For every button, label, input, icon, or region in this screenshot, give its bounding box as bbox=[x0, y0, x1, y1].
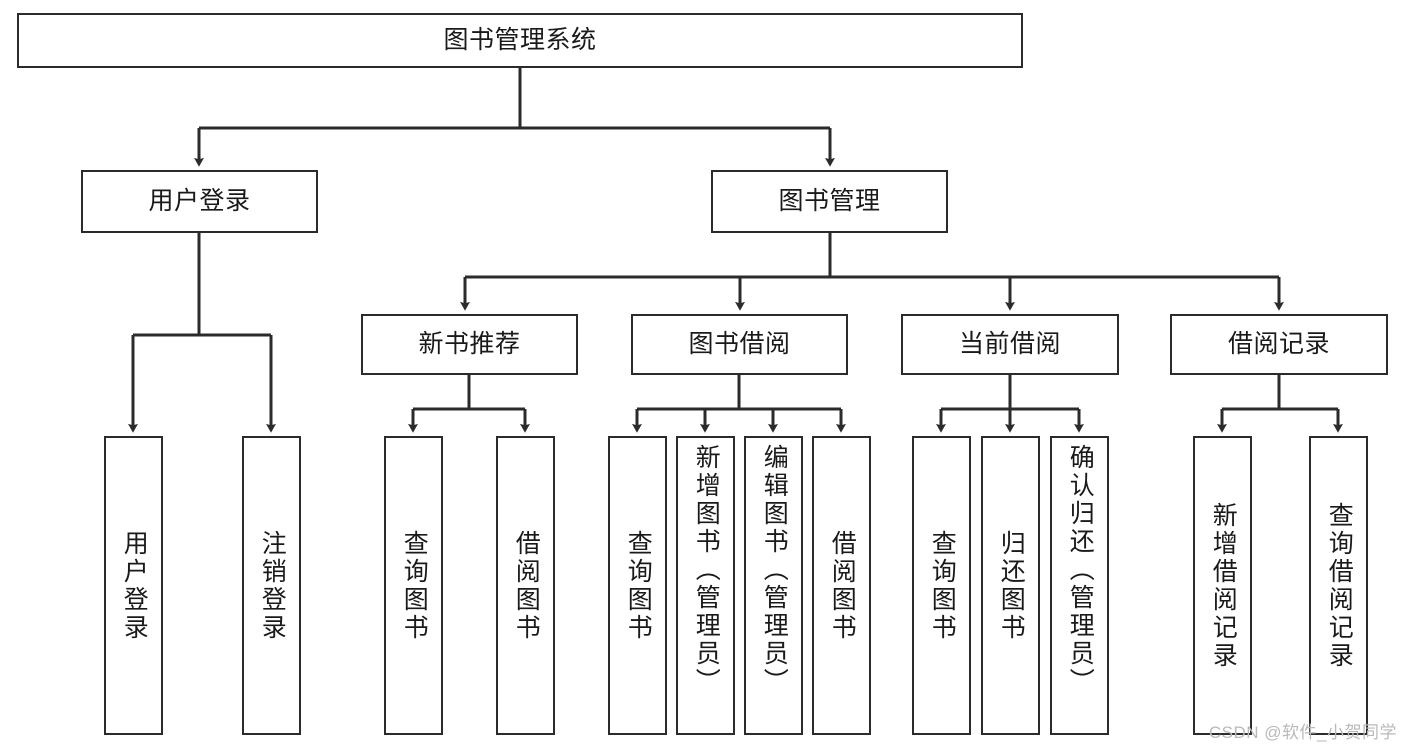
node-label: 图书借阅 bbox=[688, 329, 791, 358]
leaf-recommend-borrow-book[interactable]: 借阅图书 bbox=[496, 436, 555, 735]
node-new-book-recommend[interactable]: 新书推荐 bbox=[361, 314, 578, 375]
leaf-current-confirm-return-admin[interactable]: 确认归还（管理员） bbox=[1050, 436, 1109, 735]
leaf-record-add-record[interactable]: 新增借阅记录 bbox=[1193, 436, 1252, 735]
node-label: 用户登录 bbox=[148, 186, 251, 215]
node-book-borrow[interactable]: 图书借阅 bbox=[631, 314, 848, 375]
node-label: 查询图书 bbox=[400, 529, 429, 642]
leaf-borrow-query-book[interactable]: 查询图书 bbox=[608, 436, 667, 735]
node-root-system[interactable]: 图书管理系统 bbox=[17, 13, 1023, 68]
leaf-borrow-edit-book-admin[interactable]: 编辑图书（管理员） bbox=[744, 436, 803, 735]
node-label: 图书管理 bbox=[778, 186, 881, 215]
node-label: 编辑图书（管理员） bbox=[760, 444, 789, 696]
node-label: 借阅记录 bbox=[1227, 329, 1330, 358]
node-label: 借阅图书 bbox=[828, 529, 857, 642]
node-label: 新增借阅记录 bbox=[1209, 501, 1238, 670]
leaf-borrow-borrow-book[interactable]: 借阅图书 bbox=[812, 436, 871, 735]
node-label: 用户登录 bbox=[120, 529, 149, 642]
node-label: 查询图书 bbox=[624, 529, 653, 642]
leaf-record-query-record[interactable]: 查询借阅记录 bbox=[1309, 436, 1368, 735]
node-label: 新书推荐 bbox=[418, 329, 521, 358]
node-user-login[interactable]: 用户登录 bbox=[81, 170, 318, 233]
node-label: 注销登录 bbox=[258, 529, 287, 642]
node-label: 归还图书 bbox=[997, 529, 1026, 642]
node-current-borrow[interactable]: 当前借阅 bbox=[901, 314, 1119, 375]
leaf-current-query-book[interactable]: 查询图书 bbox=[912, 436, 971, 735]
node-label: 新增图书（管理员） bbox=[692, 444, 721, 696]
leaf-current-return-book[interactable]: 归还图书 bbox=[981, 436, 1040, 735]
leaf-recommend-query-book[interactable]: 查询图书 bbox=[384, 436, 443, 735]
node-label: 图书管理系统 bbox=[443, 25, 597, 54]
node-label: 当前借阅 bbox=[958, 329, 1061, 358]
leaf-user-login-logout[interactable]: 注销登录 bbox=[242, 436, 301, 735]
node-label: 确认归还（管理员） bbox=[1066, 444, 1095, 696]
node-label: 查询图书 bbox=[928, 529, 957, 642]
watermark-text: CSDN @软件_小贺同学 bbox=[1208, 723, 1397, 742]
node-book-management[interactable]: 图书管理 bbox=[711, 170, 948, 233]
leaf-user-login-login[interactable]: 用户登录 bbox=[104, 436, 163, 735]
node-label: 借阅图书 bbox=[512, 529, 541, 642]
leaf-borrow-add-book-admin[interactable]: 新增图书（管理员） bbox=[676, 436, 735, 735]
node-label: 查询借阅记录 bbox=[1325, 501, 1354, 670]
node-borrow-record[interactable]: 借阅记录 bbox=[1170, 314, 1388, 375]
